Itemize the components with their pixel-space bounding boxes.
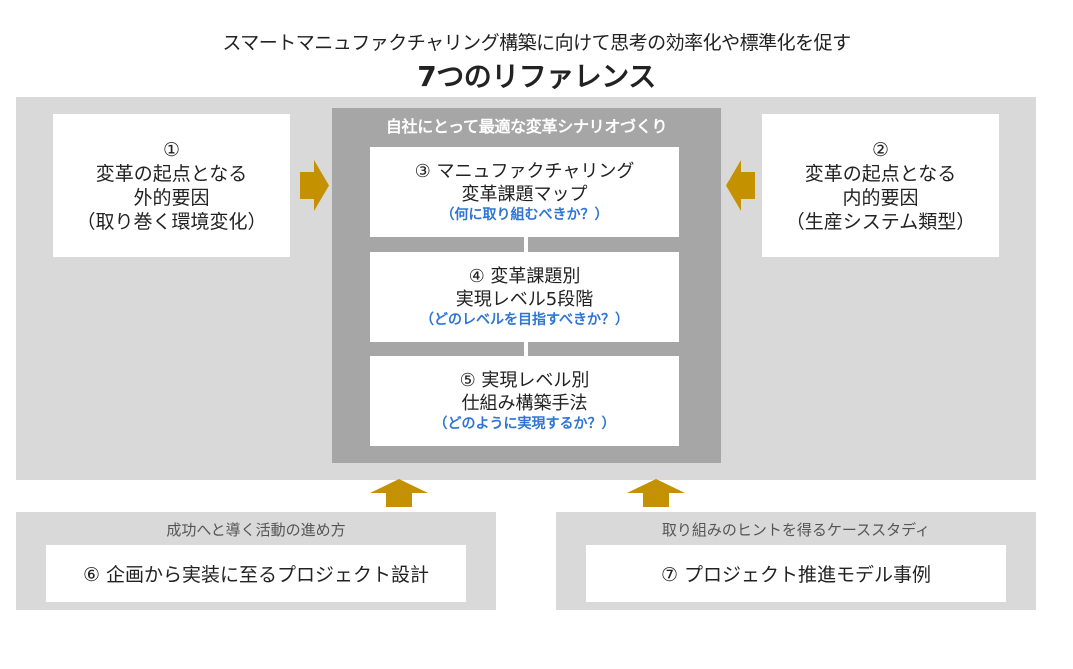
project-model-case-box: ⑦ プロジェクト推進モデル事例 — [586, 545, 1006, 602]
project-design-box: ⑥ 企画から実装に至るプロジェクト設計 — [46, 545, 466, 602]
external-factors-number: ① — [162, 138, 181, 161]
step-connector — [524, 342, 528, 356]
step-issue-map: ③ マニュファクチャリング 変革課題マップ （何に取り組むべきか？） — [370, 147, 679, 237]
step-build-methods: ⑤ 実現レベル別 仕組み構築手法 （どのように実現するか？） — [370, 356, 679, 446]
activity-method-label: 成功へと導く活動の進め方 — [166, 521, 346, 539]
arrow-up-icon — [627, 479, 685, 507]
external-factors-line: 外的要因 — [133, 186, 210, 209]
step-question: （どのレベルを目指すべきか？） — [419, 311, 630, 328]
step-title: ⑤ 実現レベル別 — [459, 369, 590, 391]
step-maturity-levels: ④ 変革課題別 実現レベル5段階 （どのレベルを目指すべきか？） — [370, 252, 679, 342]
step-question: （どのように実現するか？） — [433, 415, 616, 432]
external-factors-line: 変革の起点となる — [95, 162, 248, 185]
arrow-left-icon — [726, 160, 755, 211]
step-title: ③ マニュファクチャリング — [414, 160, 635, 182]
arrow-up-icon — [370, 479, 428, 507]
external-factors-line: （取り巻く環境変化） — [76, 210, 267, 233]
internal-factors-number: ② — [871, 138, 890, 161]
step-title: 実現レベル5段階 — [455, 288, 594, 310]
step-question: （何に取り組むべきか？） — [440, 206, 609, 223]
scenario-panel-heading: 自社にとって最適な変革シナリオづくり — [385, 117, 668, 136]
internal-factors-box: ② 変革の起点となる 内的要因 （生産システム類型） — [762, 114, 999, 257]
internal-factors-line: （生産システム類型） — [785, 210, 976, 233]
diagram-title: 7つのリファレンス — [417, 60, 656, 93]
diagram-subtitle: スマートマニュファクチャリング構築に向けて思考の効率化や標準化を促す — [222, 32, 851, 54]
step-title: ④ 変革課題別 — [468, 265, 581, 287]
step-connector — [524, 237, 528, 252]
step-title: 仕組み構築手法 — [461, 392, 588, 414]
step-title: 変革課題マップ — [461, 183, 588, 205]
arrow-right-icon — [300, 160, 329, 211]
internal-factors-line: 内的要因 — [842, 186, 919, 209]
external-factors-box: ① 変革の起点となる 外的要因 （取り巻く環境変化） — [53, 114, 290, 257]
case-study-label: 取り組みのヒントを得るケーススタディ — [661, 521, 931, 539]
internal-factors-line: 変革の起点となる — [804, 162, 957, 185]
